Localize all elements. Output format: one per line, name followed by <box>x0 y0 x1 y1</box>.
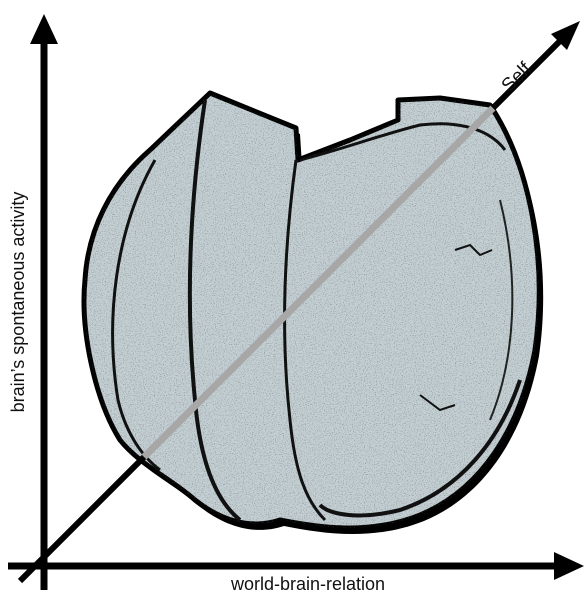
x-axis-label: world-brain-relation <box>230 574 385 594</box>
y-axis-arrowhead <box>30 14 58 44</box>
y-axis-label: brain’s spontaneous activity <box>8 192 28 413</box>
diagonal-label-self: Self <box>498 58 537 97</box>
stone-sculpture-shape <box>80 90 550 540</box>
x-axis-arrowhead <box>554 552 584 580</box>
y-axis <box>30 14 58 590</box>
self-diagonal-lower-segment <box>20 457 144 581</box>
